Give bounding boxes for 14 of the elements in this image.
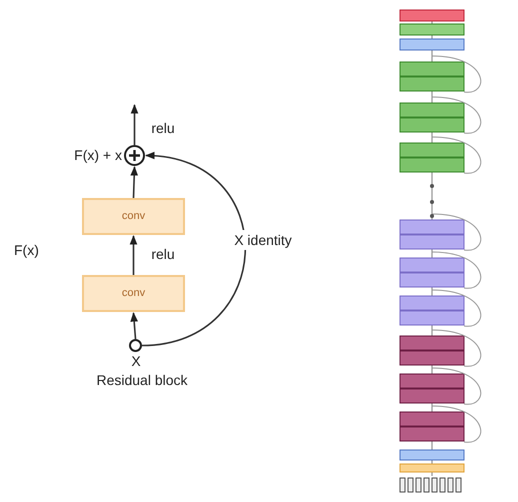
edge-label: X identity (232, 230, 294, 250)
arrow (130, 166, 138, 198)
input-node (129, 339, 142, 352)
curved-arrow (142, 152, 246, 346)
node-label: F(x) + x (73, 146, 122, 164)
node-label: X (130, 352, 142, 370)
caption: Residual block (95, 371, 189, 390)
conv-layer-box: conv (82, 198, 185, 235)
conv-layer-box: conv (82, 275, 185, 312)
function-label: F(x) (14, 241, 39, 260)
arrow (130, 235, 138, 275)
arrow (130, 312, 138, 340)
arrow (130, 104, 138, 145)
sum-node (124, 145, 145, 166)
